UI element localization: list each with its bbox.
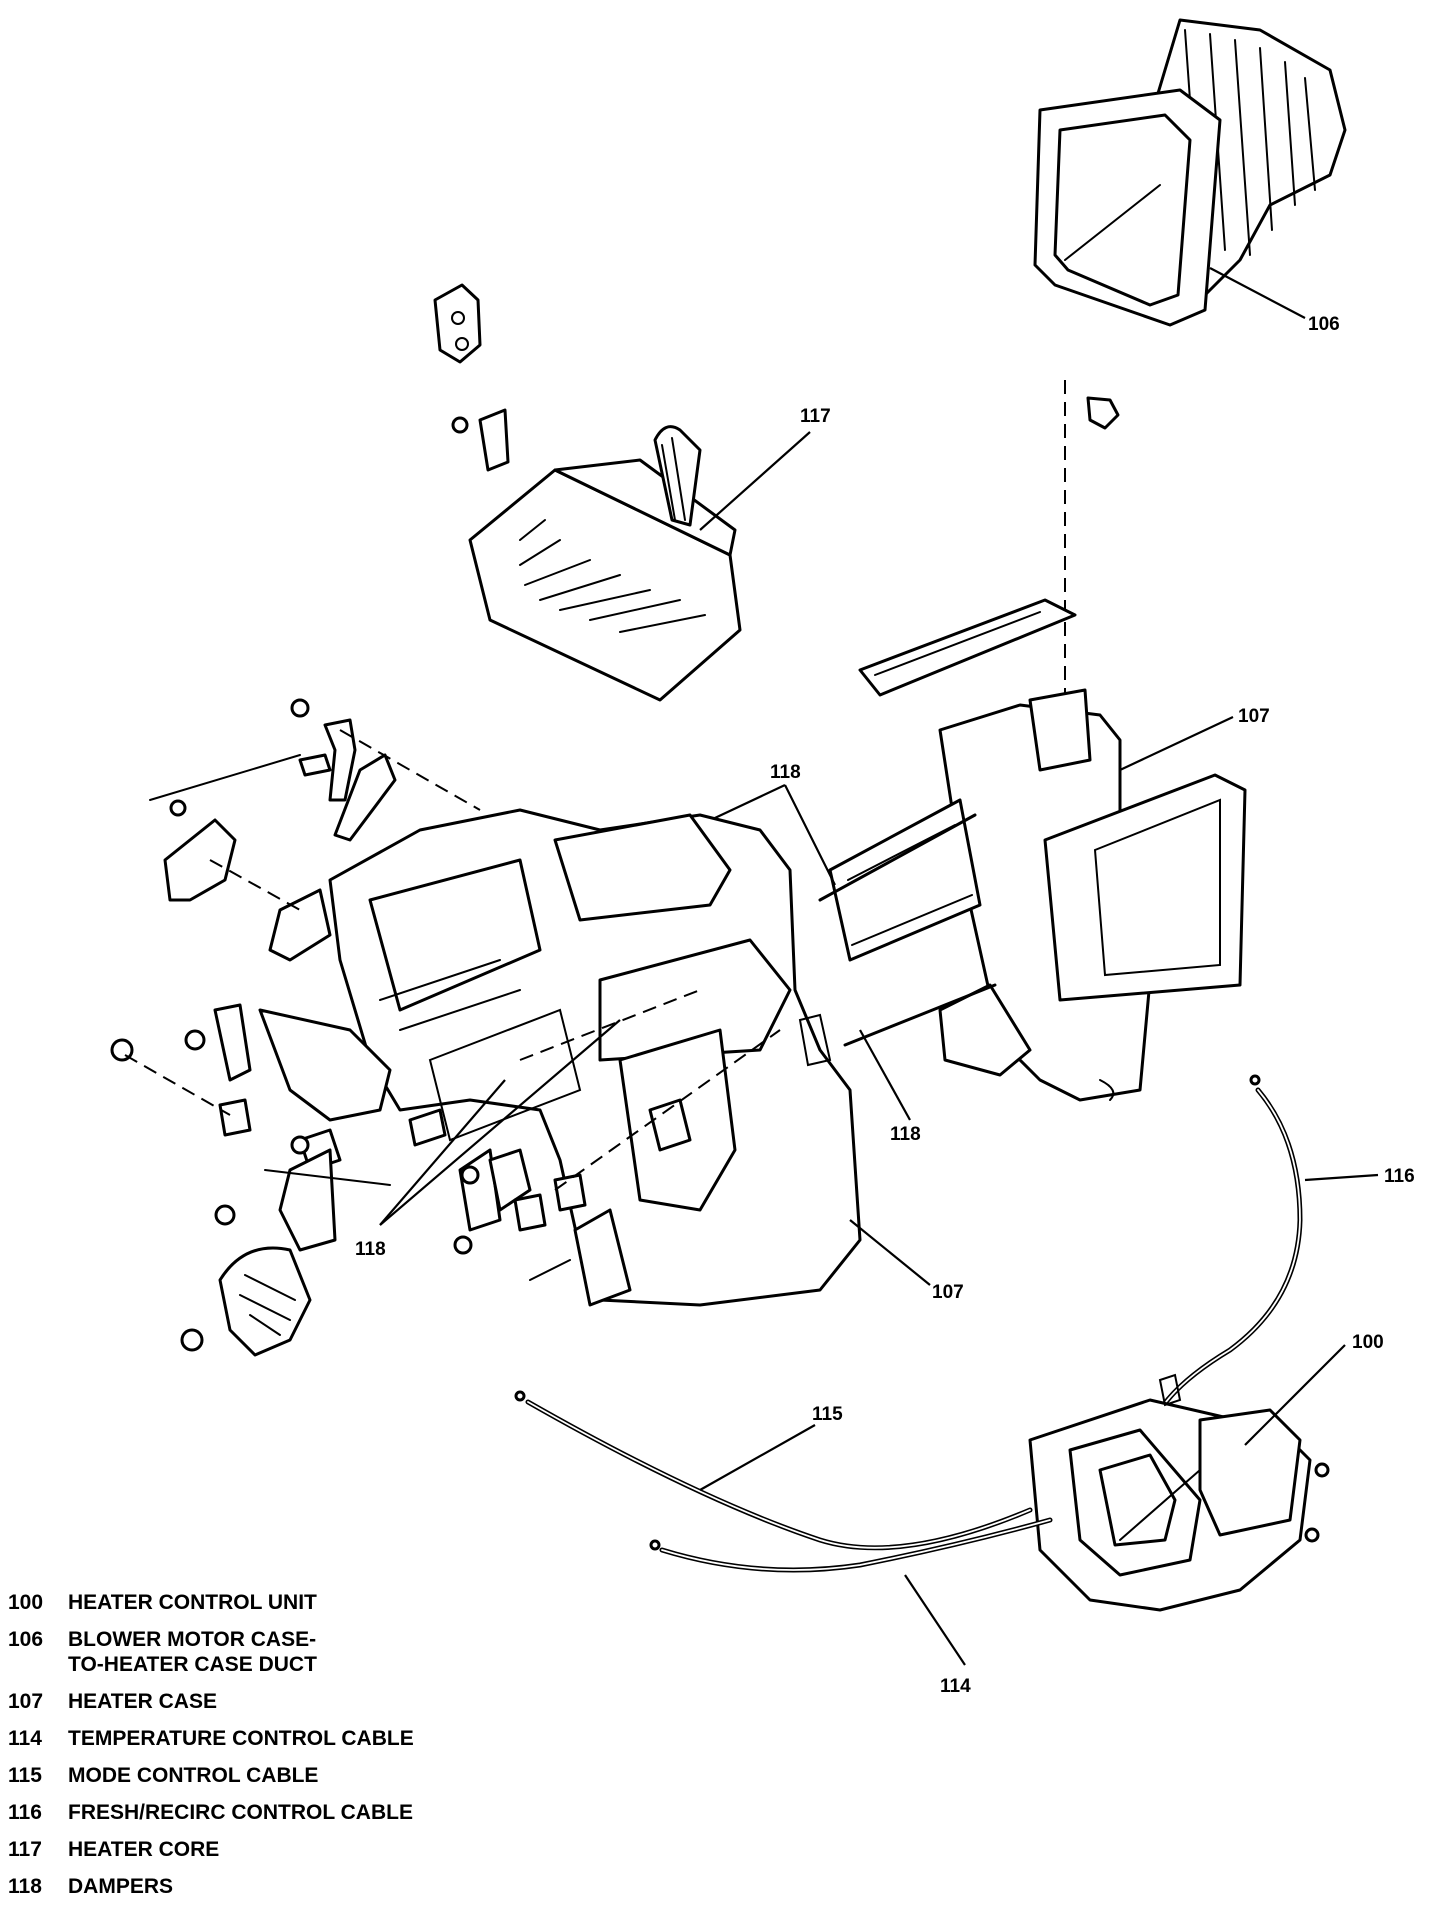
linkage-alignment-2 (209, 859, 301, 911)
callout-106: 106 (1308, 314, 1340, 335)
cable-116 (1157, 1074, 1303, 1413)
leader-117 (699, 431, 811, 531)
callout-107-upper: 107 (1238, 706, 1270, 727)
top-seal (858, 598, 1077, 697)
legend-label: DAMPERS (68, 1875, 174, 1898)
heater-case-107-right (938, 688, 1247, 1102)
leader-118-upper-b (784, 784, 836, 886)
left-linkages (110, 698, 587, 1357)
legend-item: 118 DAMPERS (8, 1874, 608, 1899)
callout-118-mid: 118 (890, 1124, 921, 1145)
linkage-alignment-3 (124, 1054, 231, 1116)
legend-item: 116 FRESH/RECIRC CONTROL CABLE (8, 1800, 608, 1825)
callout-118-upper: 118 (770, 762, 801, 783)
core-bracket (451, 408, 510, 472)
callout-114: 114 (940, 1676, 971, 1697)
linkage-alignment-5 (519, 989, 701, 1061)
linkage-alignment-1 (339, 729, 481, 811)
leader-107-upper (1119, 716, 1234, 771)
leader-118-lower (379, 1079, 506, 1226)
legend-label: HEATER CORE (68, 1838, 220, 1861)
cable-114 (649, 1517, 1053, 1573)
legend-item: 115 MODE CONTROL CABLE (8, 1763, 608, 1788)
legend-label: FRESH/RECIRC CONTROL CABLE (68, 1801, 413, 1824)
legend-label: BLOWER MOTOR CASE- TO-HEATER CASE DUCT (68, 1628, 317, 1676)
duct-106 (1033, 18, 1347, 327)
legend-item: 106 BLOWER MOTOR CASE- TO-HEATER CASE DUC… (8, 1627, 608, 1677)
leader-106 (1209, 267, 1306, 319)
callout-117: 117 (800, 406, 831, 427)
legend-number: 118 (8, 1875, 42, 1898)
leader-116 (1304, 1173, 1379, 1182)
callout-118-lower: 118 (355, 1239, 386, 1260)
parts-legend: 100 HEATER CONTROL UNIT 106 BLOWER MOTOR C… (8, 1590, 608, 1911)
legend-label: TEMPERATURE CONTROL CABLE (68, 1727, 414, 1750)
legend-number: 114 (8, 1727, 42, 1750)
gasket-clip (433, 283, 482, 364)
legend-item: 114 TEMPERATURE CONTROL CABLE (8, 1726, 608, 1751)
legend-label: HEATER CASE (68, 1690, 217, 1713)
heater-core-117 (468, 425, 742, 702)
damper-frames (818, 798, 997, 1047)
legend-number: 106 (8, 1628, 44, 1651)
linkage-alignment-4 (554, 1029, 781, 1191)
leader-118-mid (859, 1029, 911, 1121)
legend-number: 117 (8, 1838, 42, 1861)
legend-item: 107 HEATER CASE (8, 1689, 608, 1714)
leader-114 (904, 1574, 966, 1666)
cable-115 (514, 1390, 1033, 1551)
legend-item: 100 HEATER CONTROL UNIT (8, 1590, 608, 1615)
leader-118-lower-b (379, 1019, 621, 1226)
legend-item: 117 HEATER CORE (8, 1837, 608, 1862)
heater-control-unit-100 (1028, 1373, 1330, 1612)
callout-100: 100 (1352, 1332, 1384, 1353)
legend-number: 116 (8, 1801, 42, 1824)
leader-115 (699, 1424, 816, 1491)
legend-label: MODE CONTROL CABLE (68, 1764, 319, 1787)
leader-107-lower (849, 1219, 931, 1286)
callout-116: 116 (1384, 1166, 1415, 1187)
callout-115: 115 (812, 1404, 843, 1425)
heater-case-107-left (328, 808, 862, 1307)
leader-100 (1244, 1344, 1346, 1446)
case-screw (1086, 396, 1120, 430)
legend-label: HEATER CONTROL UNIT (68, 1591, 317, 1614)
callout-107-lower: 107 (932, 1282, 964, 1303)
legend-number: 100 (8, 1591, 44, 1614)
legend-number: 115 (8, 1764, 42, 1787)
legend-number: 107 (8, 1690, 44, 1713)
